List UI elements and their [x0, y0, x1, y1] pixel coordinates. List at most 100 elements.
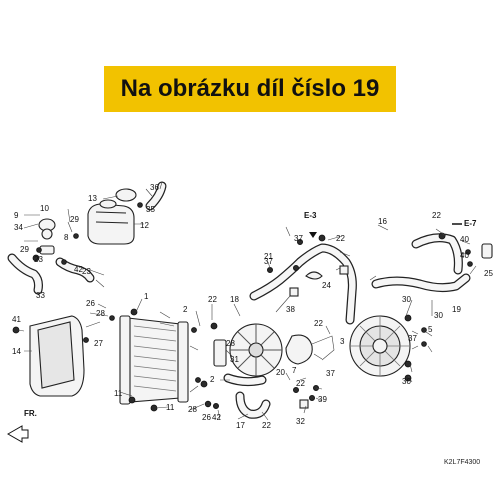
bolt-28c — [200, 380, 208, 388]
label-28c: 28 — [226, 339, 235, 348]
label-23b: 23 — [82, 267, 91, 276]
front-arrow-icon — [6, 425, 29, 443]
label-20: 20 — [276, 368, 285, 377]
label-30b: 30 — [434, 311, 443, 320]
label-21: 21 — [264, 252, 273, 261]
banner-text: Na obrázku díl číslo 19 — [120, 75, 380, 102]
label-1: 1 — [144, 292, 149, 301]
label-2a: 2 — [183, 305, 188, 314]
bolt-28b — [204, 400, 212, 408]
label-37d: 37 — [326, 369, 335, 378]
bolt-22 — [210, 322, 218, 330]
label-16: 16 — [378, 217, 387, 226]
reference-marks: E-3 E-7 FR. — [6, 211, 477, 443]
clip-37a — [266, 266, 273, 273]
label-38: 38 — [286, 305, 295, 314]
label-35: 35 — [146, 205, 155, 214]
radiator-shroud — [12, 315, 89, 397]
label-27: 27 — [94, 339, 103, 348]
reserve-tank — [87, 203, 135, 245]
clip-23 — [61, 259, 67, 265]
grommet-27 — [83, 337, 89, 343]
ref-e3-arrow — [309, 222, 317, 238]
bolt-38 — [289, 287, 299, 297]
label-33: 33 — [36, 291, 45, 300]
label-42a: 42 — [74, 265, 83, 274]
label-2b: 2 — [210, 375, 215, 384]
label-24: 24 — [322, 281, 331, 290]
upper-hoses — [249, 232, 493, 325]
label-37b: 37 — [294, 234, 303, 243]
label-26a: 26 — [86, 299, 95, 308]
bolt-40b — [467, 261, 473, 267]
label-40a: 40 — [460, 235, 469, 244]
bolt-30a — [404, 314, 412, 322]
radiator-tank-right — [177, 321, 189, 403]
cap-seal — [41, 228, 53, 240]
label-23a: 23 — [34, 255, 43, 264]
bolt-30b — [404, 360, 412, 368]
label-42b: 42 — [212, 413, 221, 422]
radiator-core — [109, 308, 201, 412]
label-5: 5 — [428, 325, 433, 334]
label-22e: 22 — [432, 211, 441, 220]
label-22b: 22 — [314, 319, 323, 328]
washer-5b — [421, 341, 427, 347]
reserve-tank-neck — [99, 199, 117, 209]
lower-hoses — [200, 373, 319, 419]
reserve-tank-cap — [115, 188, 137, 202]
bolt-28 — [130, 308, 138, 316]
label-7: 7 — [292, 366, 297, 375]
label-29a: 29 — [20, 245, 29, 254]
water-hose-21 — [250, 244, 356, 324]
part-labels: 1 2 2 3 5 7 8 9 10 11 11 12 13 14 16 17 … — [12, 183, 493, 430]
label-11b: 11 — [166, 403, 175, 412]
cooling-fan — [210, 322, 335, 377]
clamp-2a — [191, 327, 197, 333]
filler-neck — [39, 245, 55, 255]
highlight-banner: Na obrázku díl číslo 19 — [104, 66, 396, 112]
bolt-39 — [308, 394, 315, 401]
clip-29b — [73, 233, 79, 239]
reserve-tank-group — [7, 181, 167, 295]
clip-29 — [36, 247, 42, 253]
label-32: 32 — [296, 417, 305, 426]
breather-tube-36 — [146, 182, 166, 210]
diagram-code: K2L7F4300 — [444, 459, 480, 466]
label-11a: 11 — [114, 389, 123, 398]
water-pipe-19 — [372, 274, 470, 291]
siphon-hose — [56, 258, 94, 282]
fan-assembly-3 — [349, 314, 427, 382]
clamp-22d — [339, 265, 349, 275]
label-19: 19 — [452, 305, 461, 314]
grommet-26 — [109, 315, 115, 321]
label-28b: 28 — [188, 405, 197, 414]
ref-e3: E-3 — [304, 211, 317, 220]
label-13: 13 — [88, 194, 97, 203]
label-18: 18 — [230, 295, 239, 304]
clamp-2b — [195, 377, 201, 383]
label-14: 14 — [12, 347, 21, 356]
clip-35 — [137, 202, 143, 208]
label-37a: 37 — [264, 257, 273, 266]
label-41: 41 — [12, 315, 21, 324]
label-22a: 22 — [208, 295, 217, 304]
ref-e7: E-7 — [464, 219, 477, 228]
nut-22f — [292, 386, 299, 393]
clip-37b — [296, 238, 303, 245]
label-9: 9 — [14, 211, 19, 220]
label-22c: 22 — [262, 421, 271, 430]
label-37c: 37 — [408, 334, 417, 343]
label-26b: 26 — [202, 413, 211, 422]
collar-11b — [128, 396, 136, 404]
bracket-25 — [481, 243, 493, 259]
label-28a: 28 — [96, 309, 105, 318]
clamp-42a — [32, 254, 40, 262]
label-12: 12 — [140, 221, 149, 230]
clamp-e3 — [318, 234, 326, 242]
label-34: 34 — [14, 223, 23, 232]
label-39: 39 — [318, 395, 327, 404]
label-25: 25 — [484, 269, 493, 278]
label-40b: 40 — [460, 251, 469, 260]
clamp-22e — [438, 232, 446, 240]
